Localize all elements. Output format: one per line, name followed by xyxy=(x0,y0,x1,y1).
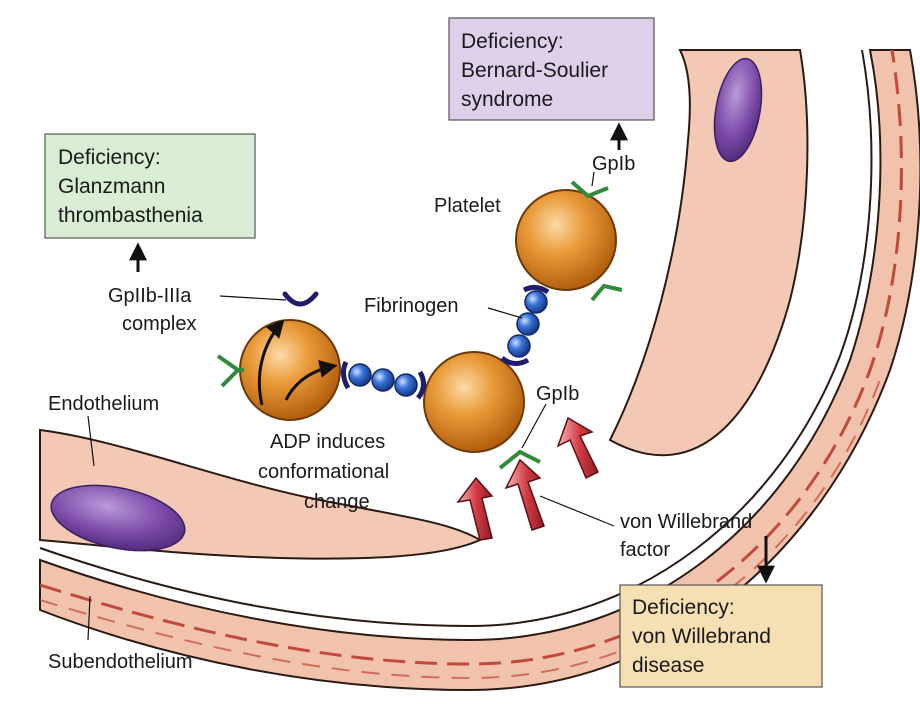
glanzmann-line1: Deficiency: xyxy=(58,146,161,169)
subendothelium-label: Subendothelium xyxy=(48,651,193,673)
adp-label-line1: ADP induces xyxy=(270,431,385,453)
bernard-soulier-box: Deficiency: Bernard-Soulier syndrome xyxy=(448,17,655,121)
glanzmann-box: Deficiency: Glanzmann thrombasthenia xyxy=(44,133,256,239)
gpib-bottom-label: GpIb xyxy=(536,383,579,405)
vwd-line3: disease xyxy=(632,654,704,677)
nucleus-right xyxy=(713,57,763,163)
vwf-label-line2: factor xyxy=(620,539,670,561)
nucleus-left xyxy=(50,484,186,552)
endothelium-cell-right xyxy=(608,49,809,457)
vwd-line1: Deficiency: xyxy=(632,596,735,619)
fibrinogen-bridge-vertical xyxy=(500,284,550,366)
gpib-top-label: GpIb xyxy=(592,153,635,175)
vwf-arrow-3 xyxy=(556,416,600,480)
gpib-receptor-icon xyxy=(216,354,244,388)
gpiib-label-line1: GpIIb-IIIa xyxy=(108,285,192,307)
endothelium-label: Endothelium xyxy=(48,393,159,415)
vwd-line2: von Willebrand xyxy=(632,625,771,648)
platelet-top xyxy=(515,180,623,302)
adp-label-line3: change xyxy=(304,491,370,513)
fibrinogen-bridge-horizontal xyxy=(340,360,426,400)
vwd-box: Deficiency: von Willebrand disease xyxy=(619,584,823,688)
bernard-line2: Bernard-Soulier xyxy=(461,59,608,82)
platelet-middle xyxy=(423,351,541,470)
fibrinogen-label: Fibrinogen xyxy=(364,295,459,317)
vwf-arrow-2 xyxy=(504,458,545,531)
platelet-label: Platelet xyxy=(434,195,501,217)
platelet-left xyxy=(216,291,341,421)
glanzmann-line2: Glanzmann xyxy=(58,175,165,198)
gpiib-iiia-receptor-icon xyxy=(282,291,319,307)
bernard-line3: syndrome xyxy=(461,88,553,111)
vwf-label-line1: von Willebrand xyxy=(620,511,752,533)
vwf-arrow-1 xyxy=(456,476,494,541)
glanzmann-line3: thrombasthenia xyxy=(58,204,203,227)
vwf-molecules xyxy=(456,416,600,541)
adp-label-line2: conformational xyxy=(258,461,389,483)
gpiib-label-line2: complex xyxy=(122,313,196,335)
bernard-line1: Deficiency: xyxy=(461,30,564,53)
